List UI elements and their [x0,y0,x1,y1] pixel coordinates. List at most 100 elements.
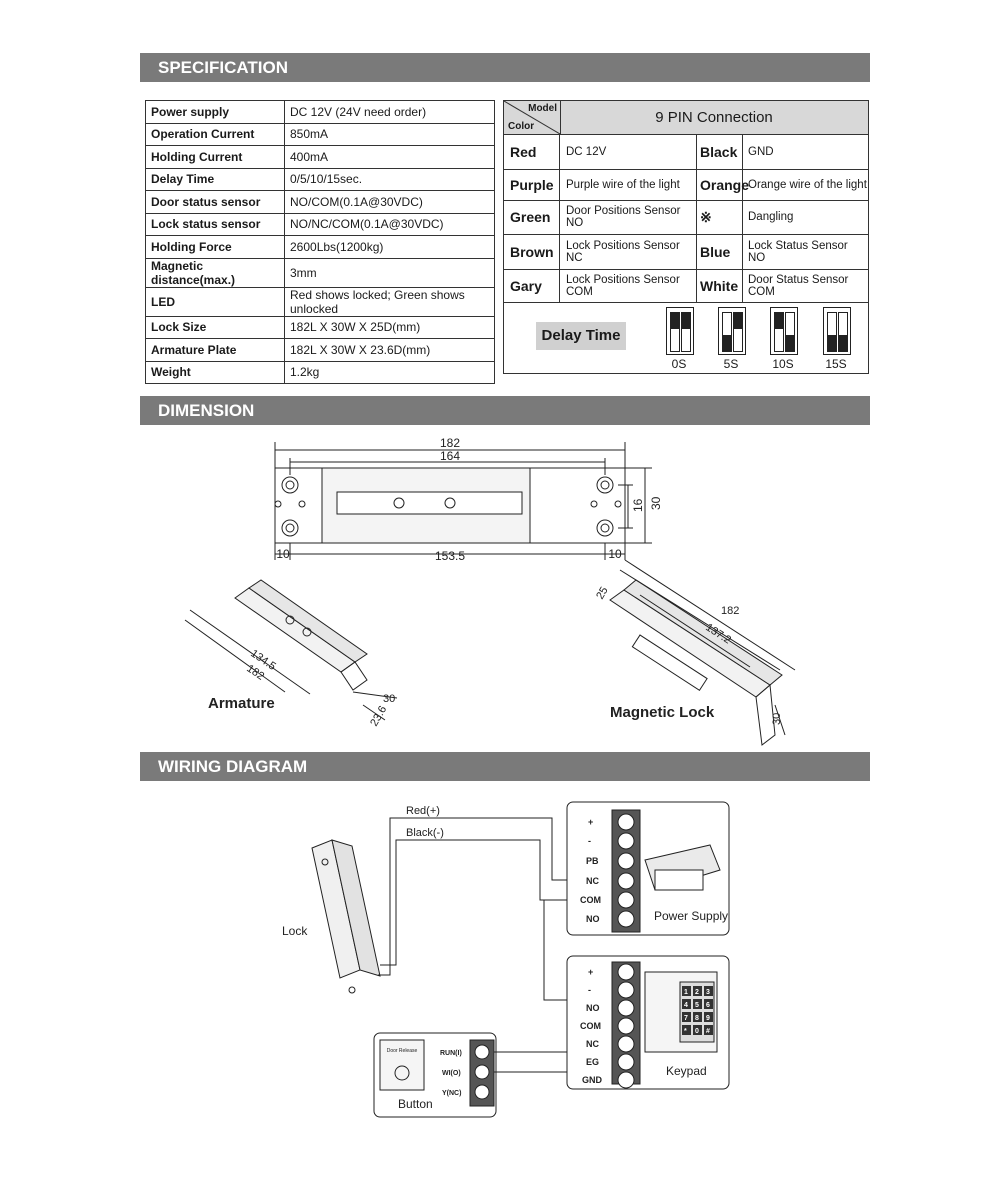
wire-color: Brown [504,234,560,269]
dim-top-overall: 182 [440,436,460,450]
keypad-key-label: 4 [684,1002,688,1009]
keypad-box [566,955,730,1090]
dip-switch-icon [823,307,851,355]
wire-function: DC 12V [560,135,697,169]
spec-value: 182L X 30W X 25D(mm) [284,315,495,339]
spec-key: Delay Time [145,167,285,191]
button-panel-text: Door Release [387,1048,418,1054]
keypad-key [682,999,691,1009]
wire-color: White [697,269,743,302]
armature-label: Armature [208,695,275,712]
keypad-key [704,999,713,1009]
delay-setting-label: 15S [825,357,847,371]
keypad-key [682,1012,691,1022]
wiring-title: WIRING DIAGRAM [158,757,308,776]
wire-color: Black [697,135,743,169]
wire-color: Blue [697,234,743,269]
header-color: Color [508,121,535,132]
spec-key: Armature Plate [145,338,285,362]
specification-title: SPECIFICATION [158,58,289,77]
keypad-key-label: # [706,1028,710,1035]
keypad-key-label: 5 [695,1002,699,1009]
power-supply-box [566,801,730,936]
dim-top-inner: 164 [440,449,460,463]
wire-color: Red [504,135,560,169]
spec-key: Holding Force [145,235,285,259]
spec-key: Magnetic distance(max.) [145,257,285,288]
delay-setting-label: 10S [772,357,794,371]
kp-terminal-5: NC [586,1039,599,1049]
spec-value: 182L X 30W X 23.6D(mm) [284,338,495,362]
kp-terminal-7: GND [582,1075,603,1085]
maglock-dim-4: 30 [771,713,783,725]
keypad-key-label: 0 [695,1028,699,1035]
keypad-key [682,986,691,996]
keypad-key-label: 9 [706,1015,710,1022]
keypad-key-label: 1 [684,989,688,996]
wire-function: Door Positions Sensor NO [560,200,697,234]
spec-value: 3mm [284,257,495,288]
keypad-key [693,999,702,1009]
keypad-key-label: * [684,1028,687,1035]
wiring-header: WIRING DIAGRAM [140,752,870,781]
dimension-drawings: 182 164 30 16 10 153.5 10 Armature 134.5… [184,436,796,746]
dim-bottom-mid: 153.5 [435,549,465,563]
spec-value: 1.2kg [284,360,495,384]
spec-key: Weight [145,360,285,384]
button-box [373,1032,497,1118]
wire-function: Door Status Sensor COM [748,273,849,298]
corner-diagonal [504,101,560,134]
keypad-key [693,1012,702,1022]
spec-key: Holding Current [145,145,285,169]
dim-height-total: 30 [649,496,663,510]
maglock-dim-2: 182 [721,605,739,617]
spec-key: LED [145,286,285,317]
wire-function: Lock Positions Sensor NC [560,234,697,269]
dim-bottom-right: 10 [608,547,622,561]
spec-key: Lock Size [145,315,285,339]
keypad-key [693,1025,702,1035]
red-wire-label: Red(+) [406,805,440,817]
delay-time-label: Delay Time [536,322,626,350]
ps-terminal-1: + [588,817,593,827]
spec-key: Operation Current [145,122,285,146]
spec-key: Power supply [145,100,285,124]
dim-bottom-left: 10 [276,547,290,561]
dimension-title: DIMENSION [158,401,255,420]
pin-table-title: 9 PIN Connection [655,109,773,126]
dim-height-inner: 16 [631,498,645,512]
keypad-key [693,986,702,996]
keypad-key [704,1012,713,1022]
pin-table-header: Model Color 9 PIN Connection [504,101,868,135]
delay-setting-label: 5S [723,357,739,371]
keypad-key-label: 6 [706,1002,710,1009]
keypad-key-label: 3 [706,989,710,996]
button-label: Button [398,1097,433,1111]
wire-function: Lock Status Sensor NO [748,239,848,264]
ps-terminal-3: PB [586,856,599,866]
specification-header: SPECIFICATION [140,53,870,82]
btn-terminal-3: Y(NC) [442,1090,461,1097]
btn-terminal-2: WI(O) [442,1070,461,1077]
wire-function: Purple wire of the light [560,169,697,200]
spec-value: NO/NC/COM(0.1A@30VDC) [284,212,495,236]
wire-color: Purple [504,169,560,200]
maglock-dim-1: 25 [594,585,611,602]
wire-function: Lock Positions Sensor COM [560,269,697,302]
spec-key: Lock status sensor [145,212,285,236]
kp-terminal-6: EG [586,1057,599,1067]
magnetic-lock-drawing [609,559,796,746]
armature-drawing [184,579,398,721]
black-wire-label: Black(-) [406,827,444,839]
